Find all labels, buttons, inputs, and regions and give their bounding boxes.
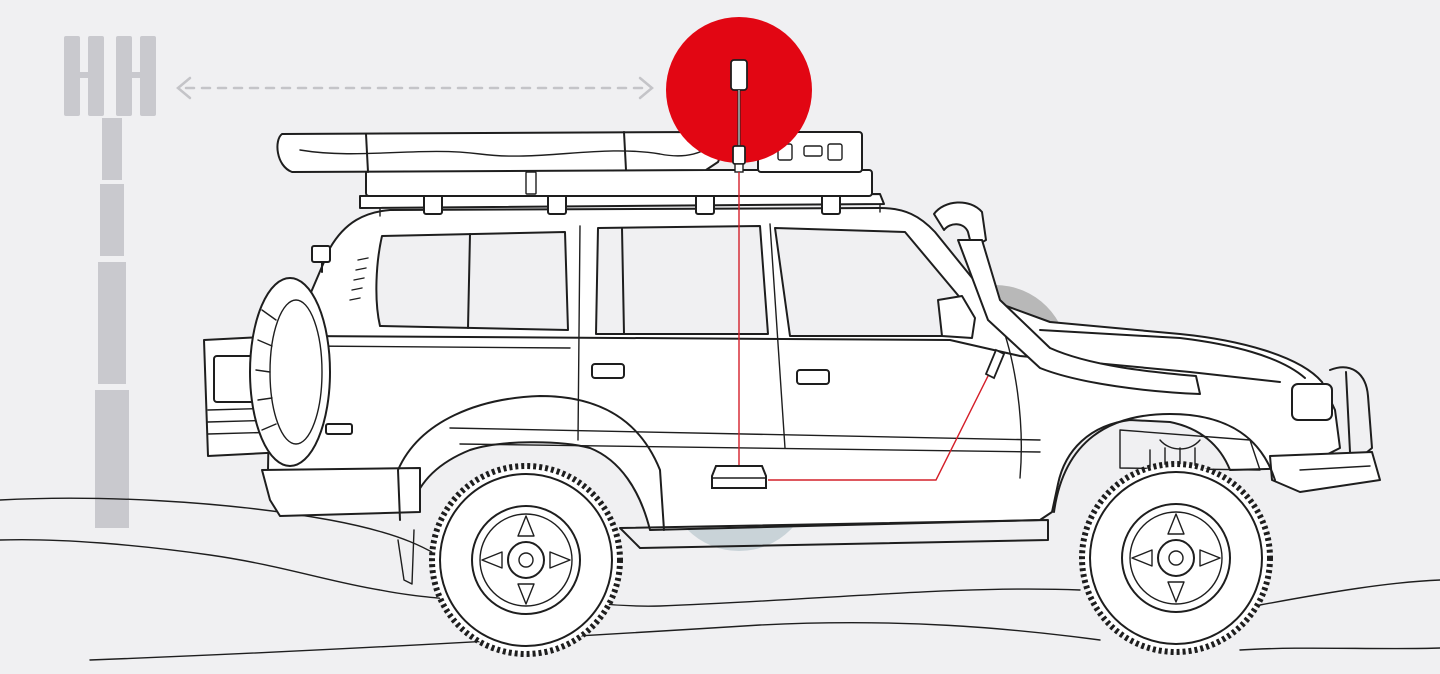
awning — [276, 131, 722, 173]
spare-tire — [249, 277, 331, 467]
tower-mast-segment — [102, 118, 122, 180]
side-mirror — [937, 295, 976, 339]
snorkel — [933, 201, 1201, 395]
dashed-double-arrow-icon — [176, 76, 654, 100]
tower-panel — [116, 36, 132, 116]
tower-panel — [140, 36, 156, 116]
tower-mast-segment — [100, 184, 124, 256]
rear-wheel — [429, 463, 623, 657]
rear-fender-flare — [397, 395, 665, 531]
roof-rack — [359, 169, 885, 217]
tower-panel — [88, 36, 104, 116]
vehicle-body — [267, 207, 1341, 549]
cell-tower-icon — [64, 36, 156, 528]
jerry-can-holder — [213, 355, 255, 403]
headlight — [1291, 383, 1333, 421]
tower-mast-segment — [98, 262, 126, 384]
phone-cradle-icon — [984, 348, 1006, 380]
front-wheel — [1079, 461, 1273, 655]
coax-cable — [738, 172, 991, 481]
bull-bar — [1269, 366, 1381, 493]
signal-booster-icon — [711, 465, 767, 489]
door-handle — [591, 363, 625, 379]
tower-mast-segment — [95, 390, 129, 528]
front-fender-flare — [1053, 413, 1276, 513]
rack-rail — [365, 169, 873, 197]
mud-flap — [397, 529, 415, 585]
roof-antenna-icon — [730, 59, 748, 173]
door-handle — [796, 369, 830, 385]
